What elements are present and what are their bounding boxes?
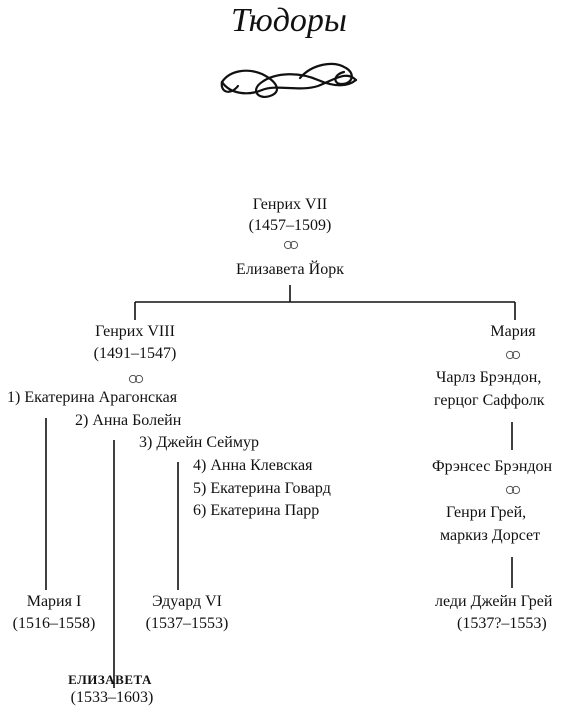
wife-2: 2) Анна Болейн bbox=[75, 412, 182, 429]
henry8-name: Генрих VIII bbox=[95, 323, 175, 340]
marriage-rings-icon bbox=[128, 374, 144, 384]
flourish-ornament bbox=[220, 62, 358, 98]
marriage-rings-icon bbox=[283, 240, 299, 250]
wife-1: 1) Екатерина Арагонская bbox=[7, 389, 178, 406]
edward6-dates: (1537–1553) bbox=[145, 615, 229, 632]
frances-brandon: Фрэнсес Брэндон bbox=[432, 458, 553, 475]
mary1-name: Мария I bbox=[26, 593, 82, 610]
wife-3: 3) Джейн Сеймур bbox=[139, 434, 259, 451]
wife-4: 4) Анна Клевская bbox=[193, 457, 313, 474]
jane-grey-dates: (1537?–1553) bbox=[457, 615, 547, 632]
brandon-line1: Чарлз Брэндон, bbox=[436, 369, 542, 386]
henry7-name: Генрих VII bbox=[252, 196, 328, 213]
edward6-name: Эдуард VI bbox=[151, 593, 223, 610]
mary1-dates: (1516–1558) bbox=[12, 615, 96, 632]
grey-line2: маркиз Дорсет bbox=[440, 527, 541, 544]
henry7-dates: (1457–1509) bbox=[248, 217, 332, 234]
page-title: Тюдоры bbox=[231, 2, 347, 39]
elizabeth-name: ЕЛИЗАВЕТА bbox=[68, 672, 152, 687]
brandon-line2: герцог Саффолк bbox=[434, 392, 545, 409]
marriage-rings-icon bbox=[505, 485, 521, 495]
wife-6: 6) Екатерина Парр bbox=[193, 502, 320, 519]
wife-5: 5) Екатерина Говард bbox=[193, 480, 331, 497]
jane-grey-name: леди Джейн Грей bbox=[435, 593, 553, 610]
maria-sister: Мария bbox=[490, 323, 536, 340]
marriage-rings-icon bbox=[505, 350, 521, 360]
elizabeth-york: Елизавета Йорк bbox=[236, 261, 344, 278]
elizabeth-dates: (1533–1603) bbox=[70, 689, 154, 706]
grey-line1: Генри Грей, bbox=[446, 504, 527, 521]
henry8-dates: (1491–1547) bbox=[93, 345, 177, 362]
